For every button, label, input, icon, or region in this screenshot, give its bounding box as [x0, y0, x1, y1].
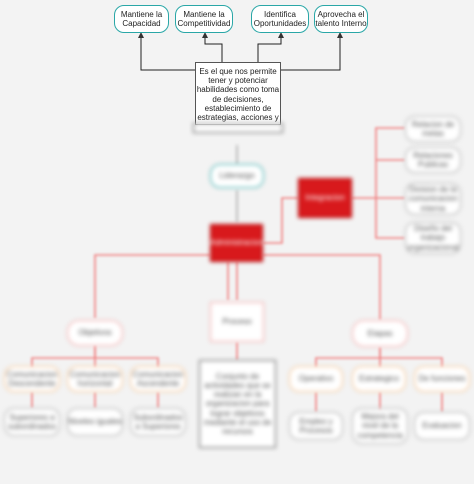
right-item-4: Diseño del trabajo organizacional — [405, 222, 461, 254]
integration-node: Integracion — [298, 178, 352, 218]
definition-box: Es el que nos permite tener y potenciar … — [195, 62, 281, 125]
objectives-branch: Objetivos — [67, 320, 123, 346]
right-orange-2: Estrategico — [352, 366, 406, 392]
right-orange-3: De funciones — [414, 366, 470, 392]
process-box: Proceso — [210, 302, 264, 342]
right-grey-3: Evaluacion — [414, 412, 470, 440]
left-grey-2: Niveles iguales — [67, 408, 123, 436]
process-description: Conjunto de actividades que se realizan … — [199, 360, 276, 448]
right-orange-1: Operativo — [289, 366, 343, 392]
leader-node: Liderazgo — [210, 164, 264, 188]
stages-branch: Etapas — [352, 320, 408, 347]
definition-box-overflow — [193, 123, 283, 133]
left-orange-1: Comunicacion Descendente — [4, 366, 60, 392]
right-item-1: Relacion de metas — [405, 116, 461, 142]
right-item-3: Division de la comunicacion interna — [405, 183, 461, 215]
top-connectors — [138, 32, 343, 71]
left-orange-3: Comunicacion Ascendente — [130, 366, 186, 392]
left-grey-1: Superiores a subordinados — [4, 408, 60, 436]
left-grey-3: Subordinados a Superiores — [130, 408, 186, 436]
right-grey-1: Empleo y Procesos — [289, 412, 343, 440]
right-item-2: Relaciones Publicas — [405, 147, 461, 173]
red-connectors — [31, 127, 443, 412]
goal-oportunidades: Identifica Oportunidades — [251, 5, 309, 33]
left-orange-2: Comunicacion horizontal — [67, 366, 123, 392]
right-grey-2: Mejora del nivel de la competencia — [352, 408, 408, 444]
goal-talento: Aprovecha el talento Interno — [314, 5, 368, 33]
goal-capacidad: Mantiene la Capacidad — [114, 5, 169, 33]
goal-competitividad: Mantiene la Competitividad — [175, 5, 233, 33]
central-node: Administracion — [210, 224, 263, 262]
